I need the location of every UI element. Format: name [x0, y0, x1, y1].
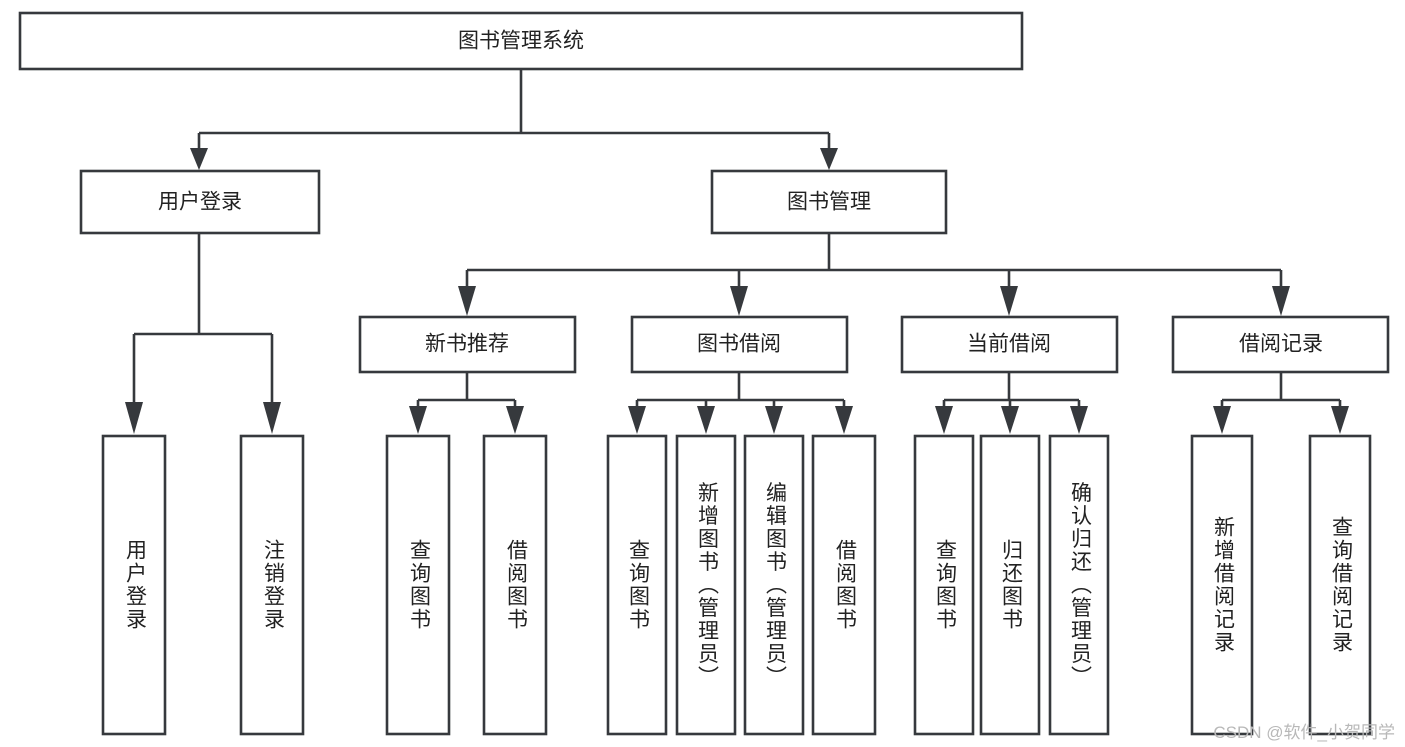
- node-user-login-label: 用户登录: [158, 191, 242, 214]
- leaf-currentborrow-query-book-label: 查询图书: [933, 539, 957, 631]
- leaf-bookborrow-add-book[interactable]: 新增图书（管理员）: [675, 434, 737, 736]
- leaf-logout-label: 注销登录: [261, 539, 285, 631]
- node-borrow-record-label: 借阅记录: [1239, 333, 1323, 356]
- leaf-currentborrow-query-book[interactable]: 查询图书: [913, 434, 975, 736]
- leaf-currentborrow-query-book-box[interactable]: [913, 434, 975, 736]
- node-book-management[interactable]: 图书管理: [710, 169, 948, 235]
- node-book-management-box[interactable]: [710, 169, 948, 235]
- arrow-head-borrow-record: [1272, 286, 1290, 316]
- leaf-bookborrow-borrow-book[interactable]: 借阅图书: [811, 434, 877, 736]
- node-user-login[interactable]: 用户登录: [79, 169, 321, 235]
- node-current-borrow-label: 当前借阅: [967, 333, 1051, 356]
- leaf-currentborrow-return-book[interactable]: 归还图书: [979, 434, 1041, 736]
- leaf-borrowrecord-query-record[interactable]: 查询借阅记录: [1308, 434, 1372, 736]
- arrow-head-borrowrecord-add: [1213, 406, 1231, 434]
- node-new-book-recommend-label: 新书推荐: [425, 333, 509, 356]
- arrow-head-bookborrow-borrow: [835, 406, 853, 434]
- leaf-bookborrow-add-book-box[interactable]: [675, 434, 737, 736]
- leaf-newbook-borrow-book-box[interactable]: [482, 434, 548, 736]
- node-book-borrow[interactable]: 图书借阅: [630, 315, 849, 374]
- arrow-head-currentborrow-confirm: [1070, 406, 1088, 434]
- leaf-bookborrow-query-book-box[interactable]: [606, 434, 668, 736]
- leaf-newbook-borrow-book-label: 借阅图书: [504, 539, 528, 631]
- node-borrow-record[interactable]: 借阅记录: [1171, 315, 1390, 374]
- leaf-newbook-borrow-book[interactable]: 借阅图书: [482, 434, 548, 736]
- leaf-borrowrecord-add-record-box[interactable]: [1190, 434, 1254, 736]
- leaf-borrowrecord-query-record-box[interactable]: [1308, 434, 1372, 736]
- node-new-book-recommend[interactable]: 新书推荐: [358, 315, 577, 374]
- leaf-currentborrow-confirm-return-label: 确认归还（管理员）: [1068, 482, 1092, 689]
- leaf-newbook-query-book[interactable]: 查询图书: [385, 434, 451, 736]
- arrow-head-newbook-query: [409, 406, 427, 434]
- node-borrow-record-box[interactable]: [1171, 315, 1390, 374]
- leaf-bookborrow-add-book-label: 新增图书（管理员）: [695, 482, 719, 689]
- node-root-label: 图书管理系统: [458, 30, 584, 53]
- leaf-user-login-label: 用户登录: [123, 539, 147, 631]
- leaf-currentborrow-return-book-label: 归还图书: [999, 539, 1023, 631]
- arrow-head-borrowrecord-query: [1331, 406, 1349, 434]
- leaf-bookborrow-borrow-book-label: 借阅图书: [833, 539, 857, 631]
- node-current-borrow-box[interactable]: [900, 315, 1119, 374]
- arrow-head-leaf-logout: [263, 402, 281, 434]
- csdn-watermark: CSDN @软件_小贺同学: [1213, 723, 1395, 742]
- node-root-box[interactable]: [18, 11, 1024, 71]
- leaf-currentborrow-return-book-box[interactable]: [979, 434, 1041, 736]
- node-current-borrow[interactable]: 当前借阅: [900, 315, 1119, 374]
- arrow-head-book-borrow: [730, 286, 748, 316]
- leaf-bookborrow-edit-book-box[interactable]: [743, 434, 805, 736]
- leaf-user-login[interactable]: 用户登录: [101, 434, 167, 736]
- leaf-bookborrow-query-book-label: 查询图书: [626, 539, 650, 631]
- leaf-bookborrow-borrow-book-box[interactable]: [811, 434, 877, 736]
- leaf-currentborrow-confirm-return-box[interactable]: [1048, 434, 1110, 736]
- leaf-newbook-query-book-box[interactable]: [385, 434, 451, 736]
- arrow-head-bookborrow-add: [697, 406, 715, 434]
- leaf-borrowrecord-query-record-label: 查询借阅记录: [1329, 516, 1353, 654]
- node-book-borrow-box[interactable]: [630, 315, 849, 374]
- arrow-head-current-borrow: [1000, 286, 1018, 316]
- arrow-head-book-mgmt: [820, 148, 838, 170]
- leaf-currentborrow-confirm-return[interactable]: 确认归还（管理员）: [1048, 434, 1110, 736]
- node-new-book-recommend-box[interactable]: [358, 315, 577, 374]
- leaf-user-login-box[interactable]: [101, 434, 167, 736]
- leaf-bookborrow-edit-book-label: 编辑图书（管理员）: [763, 482, 787, 689]
- arrow-head-new-book: [458, 286, 476, 316]
- arrow-head-bookborrow-edit: [765, 406, 783, 434]
- arrow-head-leaf-user-login: [125, 402, 143, 434]
- leaf-borrowrecord-add-record-label: 新增借阅记录: [1211, 516, 1235, 654]
- leaf-newbook-query-book-label: 查询图书: [407, 539, 431, 631]
- arrow-head-newbook-borrow: [506, 406, 524, 434]
- node-user-login-box[interactable]: [79, 169, 321, 235]
- node-root[interactable]: 图书管理系统: [18, 11, 1024, 71]
- arrow-head-currentborrow-return: [1001, 406, 1019, 434]
- arrow-head-bookborrow-query: [628, 406, 646, 434]
- leaf-bookborrow-query-book[interactable]: 查询图书: [606, 434, 668, 736]
- arrow-head-currentborrow-query: [935, 406, 953, 434]
- node-book-management-label: 图书管理: [787, 191, 871, 214]
- leaf-borrowrecord-add-record[interactable]: 新增借阅记录: [1190, 434, 1254, 736]
- leaf-logout-box[interactable]: [239, 434, 305, 736]
- arrow-head-user-login: [190, 148, 208, 170]
- leaf-logout[interactable]: 注销登录: [239, 434, 305, 736]
- connector-layer: [125, 69, 1349, 434]
- leaf-bookborrow-edit-book[interactable]: 编辑图书（管理员）: [743, 434, 805, 736]
- node-book-borrow-label: 图书借阅: [697, 333, 781, 356]
